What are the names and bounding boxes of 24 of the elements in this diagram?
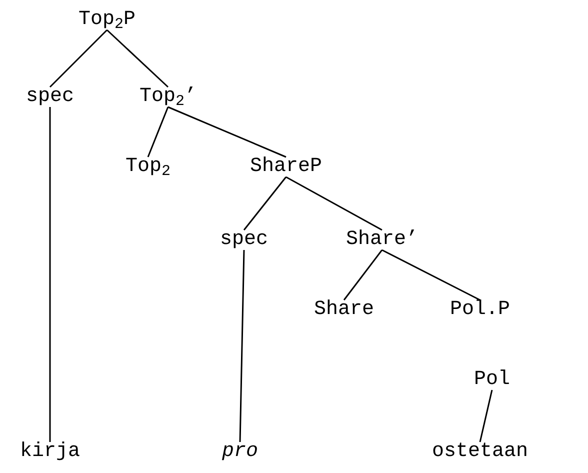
tree-branch bbox=[243, 176, 287, 230]
tree-node-label: Share’ bbox=[346, 228, 418, 252]
tree-branch bbox=[147, 106, 169, 158]
tree-branch bbox=[168, 106, 286, 158]
tree-node-label: Share bbox=[314, 298, 374, 322]
word-label: kirja bbox=[20, 440, 80, 464]
word-label: pro bbox=[222, 440, 258, 464]
tree-node-label: spec bbox=[220, 228, 268, 252]
tree-branch bbox=[49, 107, 51, 442]
tree-branch bbox=[239, 250, 245, 442]
tree-branch bbox=[343, 250, 383, 300]
tree-node-label: Pol bbox=[474, 368, 510, 392]
tree-node-label: spec bbox=[26, 85, 74, 109]
tree-branch bbox=[382, 249, 480, 301]
tree-branch bbox=[286, 176, 382, 231]
tree-branch bbox=[479, 390, 493, 442]
tree-node-label: Top$_{2}$ bbox=[125, 155, 171, 179]
tree-node-label: Top$_{2}$’ bbox=[139, 85, 197, 109]
tree-node-label: ShareP bbox=[250, 155, 322, 179]
tree-branch bbox=[106, 29, 169, 88]
tree-branch bbox=[49, 29, 108, 88]
word-label: ostetaan bbox=[432, 440, 528, 464]
tree-node-label: Top$_{2}$P bbox=[78, 8, 136, 32]
tree-node-label: Pol.P bbox=[450, 298, 510, 322]
